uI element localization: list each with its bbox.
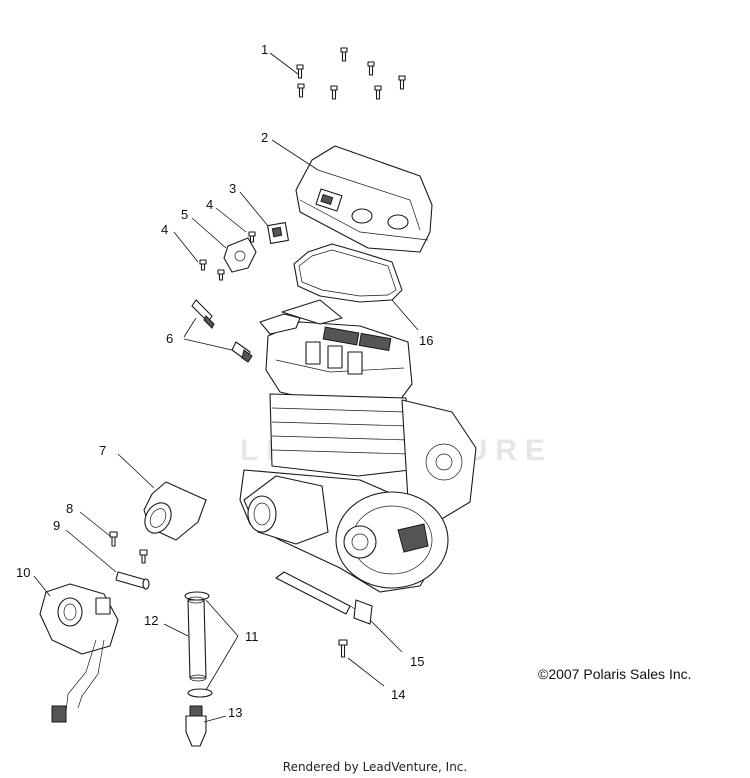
callout-9: 9 <box>53 518 60 533</box>
intake-bolt-2[interactable] <box>139 549 148 564</box>
intake-bolt[interactable] <box>109 531 118 547</box>
throttle-body[interactable] <box>39 583 119 723</box>
callout-5: 5 <box>181 207 188 222</box>
sensor-bolt[interactable] <box>338 639 348 658</box>
valve-cover-gasket[interactable] <box>293 243 403 303</box>
callout-15: 15 <box>410 654 424 669</box>
sensor[interactable] <box>223 237 257 273</box>
screw-upper[interactable] <box>248 231 256 243</box>
callout-8: 8 <box>66 501 73 516</box>
callout-4-upper: 4 <box>206 197 213 212</box>
seal-plate[interactable] <box>267 222 289 244</box>
callout-6: 6 <box>166 331 173 346</box>
sensor-lead[interactable] <box>275 571 373 625</box>
callout-3: 3 <box>229 181 236 196</box>
callout-14: 14 <box>391 687 405 702</box>
spark-plug-lower[interactable] <box>231 341 253 363</box>
spark-plug-upper[interactable] <box>191 299 215 329</box>
engine-block <box>239 299 477 593</box>
callout-12: 12 <box>144 613 158 628</box>
callout-13: 13 <box>228 705 242 720</box>
fitting[interactable] <box>185 705 207 747</box>
copyright-notice: ©2007 Polaris Sales Inc. <box>538 666 692 682</box>
callout-11: 11 <box>245 629 259 644</box>
sleeve[interactable] <box>115 571 150 590</box>
screw-left[interactable] <box>199 259 207 271</box>
hose[interactable] <box>187 596 207 682</box>
callout-1: 1 <box>261 42 268 57</box>
callout-10: 10 <box>16 565 30 580</box>
callout-7: 7 <box>99 443 106 458</box>
bolts-group[interactable] <box>296 47 406 100</box>
hose-clamp-lower[interactable] <box>187 688 213 698</box>
screw-lower[interactable] <box>217 269 225 281</box>
callout-4-lower: 4 <box>161 222 168 237</box>
leader-lines <box>33 52 419 723</box>
valve-cover[interactable] <box>295 145 433 253</box>
intake-boot[interactable] <box>140 481 207 541</box>
callout-2: 2 <box>261 130 268 145</box>
footer-rendered-by: Rendered by LeadVenture, Inc. <box>282 760 468 774</box>
callout-labels: 1 2 3 4 4 5 6 7 8 9 10 11 12 13 14 15 16 <box>16 42 433 720</box>
callout-16: 16 <box>419 333 433 348</box>
